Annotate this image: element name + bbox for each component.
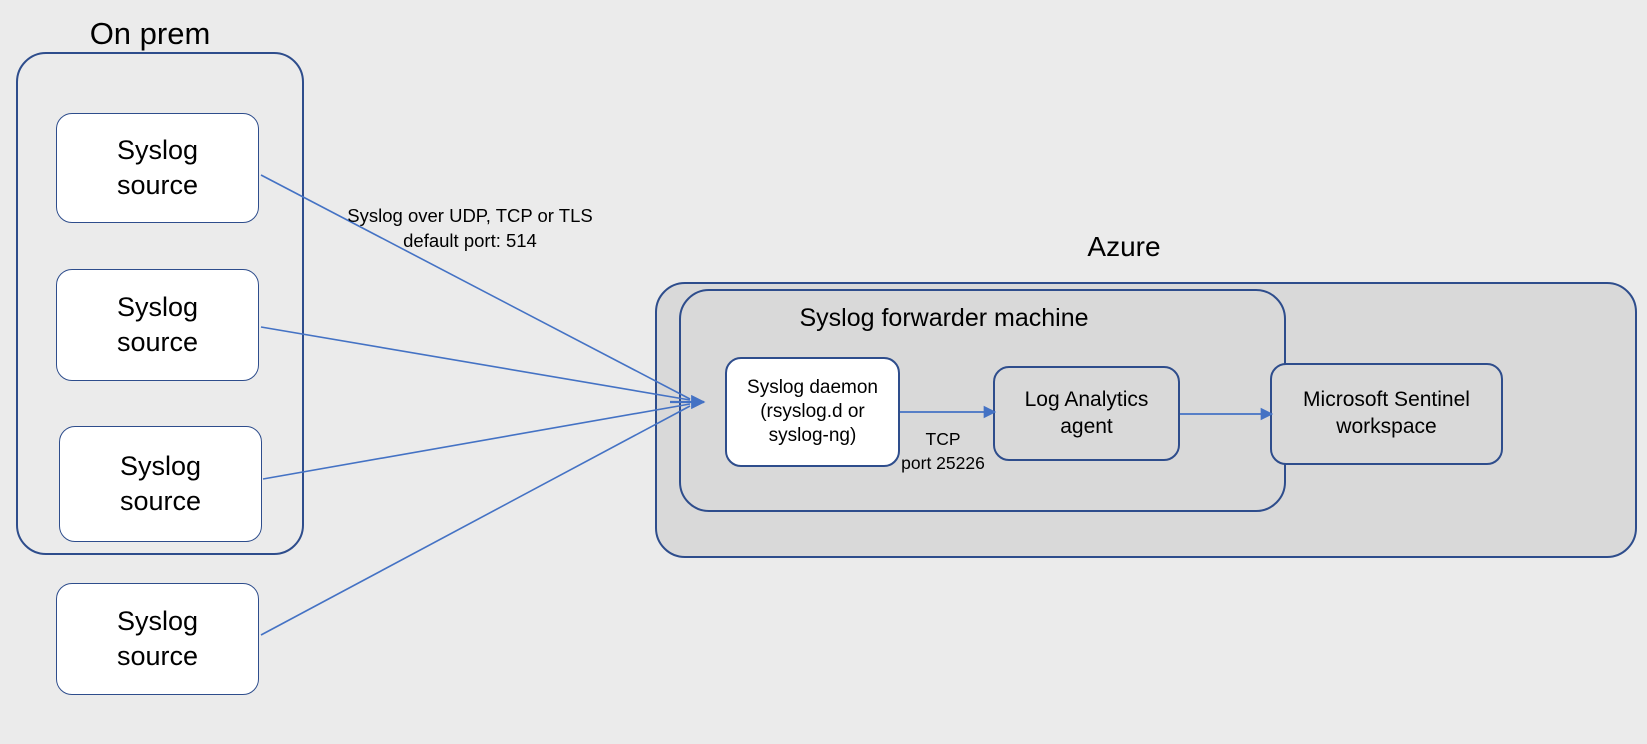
edge-source2-to-azure bbox=[260, 326, 691, 401]
edge-label-syslog-protocol-line2: default port: 514 bbox=[403, 229, 537, 251]
syslog-daemon-box[interactable]: Syslog daemon (rsyslog.d or syslog-ng) bbox=[725, 357, 900, 467]
edge-label-tcp-port-line1: TCP bbox=[925, 429, 961, 449]
syslog-daemon-line3: syslog-ng) bbox=[768, 425, 857, 447]
microsoft-sentinel-workspace-box[interactable]: Microsoft Sentinel workspace bbox=[1270, 363, 1503, 465]
syslog-daemon-line1: Syslog daemon bbox=[747, 376, 878, 398]
log-analytics-agent-box[interactable]: Log Analytics agent bbox=[993, 366, 1180, 461]
edge-label-syslog-protocol: Syslog over UDP, TCP or TLS default port… bbox=[315, 204, 625, 254]
log-analytics-agent-line1: Log Analytics bbox=[1024, 387, 1149, 411]
edge-source4-to-azure bbox=[260, 405, 691, 636]
log-analytics-agent-line2: agent bbox=[1060, 414, 1113, 438]
edge-label-tcp-port-line2: port 25226 bbox=[901, 452, 985, 473]
syslog-source-1-line1: Syslog bbox=[116, 135, 199, 166]
sentinel-workspace-line1: Microsoft Sentinel bbox=[1303, 388, 1470, 412]
syslog-daemon-line2: (rsyslog.d or bbox=[760, 400, 865, 422]
group-title-azure: Azure bbox=[1087, 231, 1161, 262]
edge-label-syslog-protocol-line1: Syslog over UDP, TCP or TLS bbox=[347, 205, 593, 226]
syslog-source-box-2[interactable]: Syslog source bbox=[56, 269, 259, 381]
edge-source3-to-azure bbox=[262, 403, 691, 480]
syslog-source-3-line1: Syslog bbox=[119, 451, 202, 482]
syslog-source-box-4[interactable]: Syslog source bbox=[56, 583, 259, 695]
syslog-source-4-line1: Syslog bbox=[116, 606, 199, 637]
syslog-source-2-line1: Syslog bbox=[116, 292, 199, 323]
syslog-source-4-line2: source bbox=[116, 641, 199, 671]
syslog-source-1-line2: source bbox=[116, 170, 199, 200]
syslog-source-box-1[interactable]: Syslog source bbox=[56, 113, 259, 223]
syslog-source-box-3[interactable]: Syslog source bbox=[59, 426, 262, 542]
group-title-on-prem: On prem bbox=[89, 16, 211, 51]
sentinel-workspace-line2: workspace bbox=[1336, 415, 1437, 438]
group-title-syslog-forwarder-machine: Syslog forwarder machine bbox=[799, 304, 1089, 332]
edge-label-tcp-port: TCP port 25226 bbox=[888, 428, 998, 475]
syslog-source-3-line2: source bbox=[119, 486, 202, 516]
syslog-source-2-line2: source bbox=[116, 327, 199, 357]
